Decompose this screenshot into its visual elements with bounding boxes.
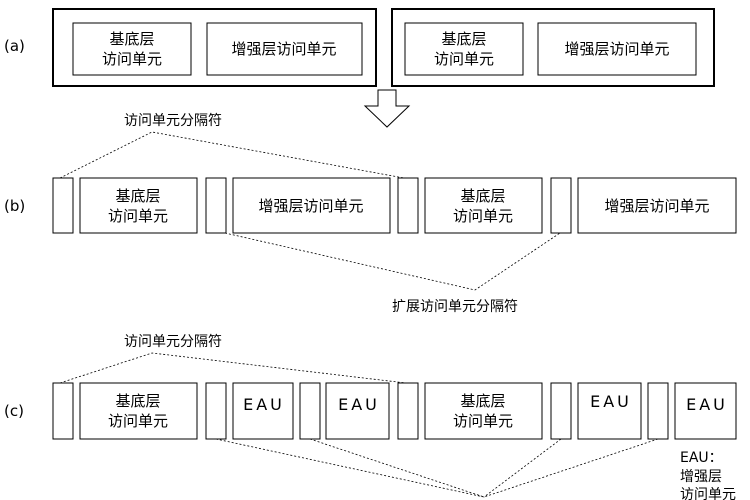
- row-a-base-label-1a: 基底层: [109, 30, 154, 48]
- legend-eau-key: EAU：: [680, 450, 723, 466]
- row-c-eau-label-4: EAU: [686, 395, 728, 414]
- row-b-base-layer-unit-2: [424, 177, 543, 234]
- row-c-base-label-1b: 访问单元: [108, 412, 168, 430]
- row-c-eau-label-3: EAU: [590, 392, 632, 411]
- row-a-enh-layer-unit-1: [206, 22, 363, 76]
- row-c-eau-label-1: EAU: [243, 395, 285, 414]
- legend-eau-value-line1: 增强层: [680, 469, 722, 485]
- leader-line-au-delim-1: [59, 131, 405, 179]
- row-c-eau-2: [325, 382, 390, 440]
- row-c-eau-label-2: EAU: [338, 395, 380, 414]
- row-b-base-label-2b: 访问单元: [453, 207, 513, 225]
- row-label-b: (b): [4, 197, 25, 215]
- row-c-base-label-2a: 基底层: [460, 392, 505, 410]
- row-a-base-layer-unit-2: [404, 22, 524, 76]
- row-c-au-delimiter-1: [52, 382, 74, 440]
- row-b-base-layer-unit-1: [79, 177, 198, 234]
- row-a-group-2: 基底层 访问单元 增强层访问单元: [391, 8, 715, 87]
- leader-line-ext-delim: [224, 232, 561, 291]
- row-c-eau-4: [674, 382, 737, 440]
- row-c-base-label-2b: 访问单元: [453, 412, 513, 430]
- row-a-base-label-2a: 基底层: [441, 30, 486, 48]
- row-a-group-1: 基底层 访问单元 增强层访问单元: [52, 8, 377, 87]
- row-a-enh-layer-unit-2: [537, 22, 697, 76]
- row-c-base-label-1a: 基底层: [115, 392, 160, 410]
- down-arrow-icon: [363, 89, 411, 128]
- row-b-au-delimiter-1: [52, 177, 74, 234]
- row-a-base-label-1b: 访问单元: [102, 50, 162, 68]
- row-c-ext-au-delimiter-4: [647, 382, 669, 440]
- row-c-ext-au-delimiter-2: [299, 382, 321, 440]
- annotation-ext-au-delimiter: 扩展访问单元分隔符: [392, 299, 518, 315]
- row-b-base-label-1b: 访问单元: [108, 207, 168, 225]
- row-b-enh-layer-unit-2: [577, 177, 737, 234]
- row-a-base-layer-unit-1: [72, 22, 192, 76]
- row-c-eau-3: [577, 382, 642, 440]
- row-b-ext-au-delimiter-1: [205, 177, 227, 234]
- row-c-base-layer-unit-2: [424, 382, 543, 440]
- row-a-base-label-2b: 访问单元: [434, 50, 494, 68]
- row-b-base-label-1a: 基底层: [115, 187, 160, 205]
- annotation-au-delimiter-2: 访问单元分隔符: [124, 334, 222, 350]
- leader-lines-bottom: [215, 438, 659, 498]
- row-label-c: (c): [4, 402, 24, 420]
- row-b-enh-layer-unit-1: [232, 177, 391, 234]
- row-c-eau-1: [232, 382, 294, 440]
- row-c-ext-au-delimiter-3: [550, 382, 572, 440]
- row-a-enh-label-1: 增强层访问单元: [231, 40, 336, 58]
- row-b-ext-au-delimiter-2: [550, 177, 572, 234]
- legend-eau-value-line2: 访问单元: [680, 487, 736, 500]
- annotation-au-delimiter-1: 访问单元分隔符: [124, 113, 222, 129]
- row-a-enh-label-2: 增强层访问单元: [564, 40, 669, 58]
- row-b-enh-label-2: 增强层访问单元: [604, 197, 709, 215]
- row-b-base-label-2a: 基底层: [460, 187, 505, 205]
- row-c-au-delimiter-2: [397, 382, 419, 440]
- row-label-a: (a): [4, 37, 25, 55]
- row-c-ext-au-delimiter-1: [205, 382, 227, 440]
- row-c-base-layer-unit-1: [79, 382, 198, 440]
- row-b-enh-label-1: 增强层访问单元: [258, 197, 363, 215]
- row-b-au-delimiter-2: [397, 177, 419, 234]
- leader-line-au-delim-2: [59, 352, 407, 384]
